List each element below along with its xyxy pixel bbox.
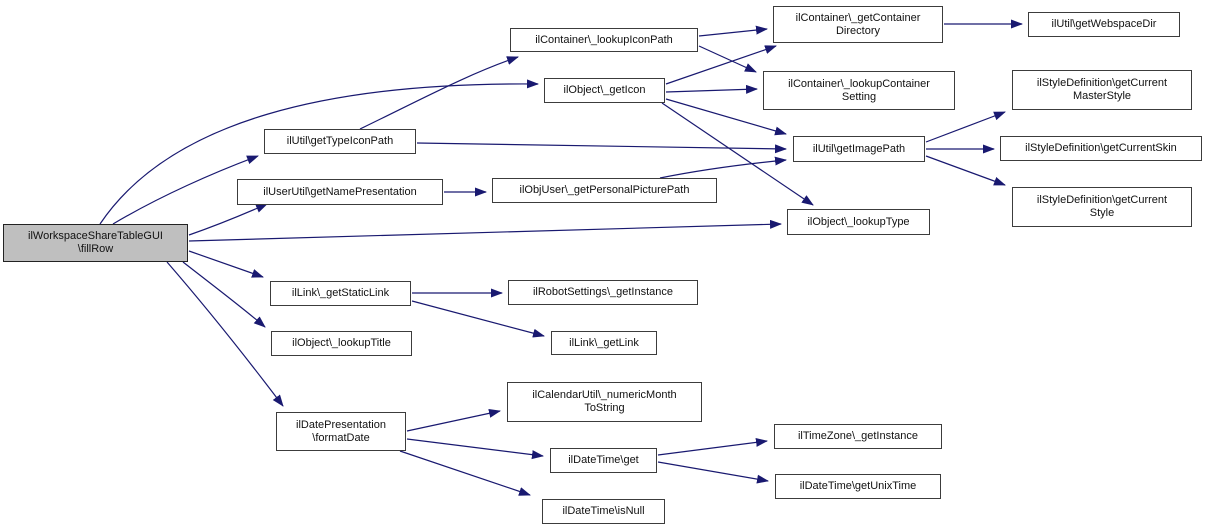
- edge-fillRow-getNamePresentation: [188, 203, 268, 236]
- edge-getImagePath-getCurrentMasterStyle: [925, 111, 1006, 143]
- node-lookupType[interactable]: ilObject\_lookupType: [787, 209, 930, 235]
- node-label: ilObjUser\_getPersonalPicturePath: [519, 184, 690, 196]
- edge-lookupIconPath-getContainerDirectory: [698, 25, 768, 37]
- edge-formatDate-numericMonthToString: [406, 408, 501, 432]
- node-label: ilUtil\getImagePath: [812, 142, 906, 155]
- edge-getTypeIconPath-lookupIconPath: [359, 56, 519, 130]
- node-label: ilDatePresentation: [296, 418, 386, 431]
- node-label: ilRobotSettings\_getInstance: [532, 286, 674, 298]
- edge-formatDate-dtGet: [406, 438, 544, 460]
- edge-lookupIconPath-lookupContainerSetting: [698, 45, 757, 73]
- node-label: ilLink\_getStaticLink: [291, 287, 390, 299]
- node-label: ilContainer\_lookupContainer: [788, 77, 930, 90]
- edge-getIcon-lookupType: [661, 102, 814, 206]
- edge-fillRow-getTypeIconPath: [112, 155, 259, 225]
- node-label: ilStyleDefinition\getCurrentSkin: [1025, 142, 1177, 154]
- node-label: ilUserUtil\getNamePresentation: [263, 185, 417, 198]
- edge-getImagePath-getCurrentStyle: [925, 155, 1006, 186]
- edge-fillRow-getIcon: [99, 79, 539, 225]
- node-label: ilObject\_lookupType: [807, 215, 910, 228]
- node-label: ilDateTime\isNull: [562, 505, 645, 517]
- node-getImagePath[interactable]: ilUtil\getImagePath: [793, 136, 925, 162]
- edge-getTypeIconPath-getImagePath: [416, 142, 787, 154]
- node-label: ilUtil\getTypeIconPath: [286, 135, 394, 147]
- node-getTypeIconPath[interactable]: ilUtil\getTypeIconPath: [264, 129, 416, 154]
- node-fillRow: ilWorkspaceShareTableGUI\fillRow: [3, 224, 188, 262]
- node-tzGetInstance[interactable]: ilTimeZone\_getInstance: [774, 424, 942, 449]
- edge-getIcon-lookupContainerSetting: [665, 84, 758, 94]
- node-label: Directory: [835, 24, 880, 37]
- node-label: ilContainer\_lookupIconPath: [535, 33, 673, 46]
- node-label: ilObject\_lookupTitle: [292, 337, 391, 349]
- edge-getPersonalPicturePath-getImagePath: [659, 156, 787, 179]
- node-label: ToString: [584, 402, 625, 414]
- node-getPersonalPicturePath[interactable]: ilObjUser\_getPersonalPicturePath: [492, 178, 717, 203]
- node-getStaticLink[interactable]: ilLink\_getStaticLink: [270, 281, 411, 306]
- node-formatDate[interactable]: ilDatePresentation\formatDate: [276, 412, 406, 451]
- edge-fillRow-formatDate: [166, 261, 284, 407]
- node-getNamePresentation[interactable]: ilUserUtil\getNamePresentation: [237, 179, 443, 205]
- node-lookupIconPath[interactable]: ilContainer\_lookupIconPath: [510, 28, 698, 52]
- node-label: ilDateTime\get: [568, 454, 639, 466]
- node-isNull[interactable]: ilDateTime\isNull: [542, 499, 665, 524]
- node-getWebspaceDir[interactable]: ilUtil\getWebspaceDir: [1028, 12, 1180, 37]
- node-label: ilStyleDefinition\getCurrent: [1036, 77, 1168, 89]
- edge-dtGet-getUnixTime: [657, 461, 769, 484]
- edge-formatDate-isNull: [399, 450, 531, 496]
- node-robotGetInstance[interactable]: ilRobotSettings\_getInstance: [508, 280, 698, 305]
- node-label: ilLink\_getLink: [569, 336, 639, 349]
- node-label: Style: [1089, 207, 1115, 219]
- edge-getStaticLink-getLink: [411, 300, 545, 338]
- node-lookupTitle[interactable]: ilObject\_lookupTitle: [271, 331, 412, 356]
- node-label: ilContainer\_getContainer: [795, 11, 921, 24]
- edge-getIcon-getContainerDirectory: [665, 45, 777, 85]
- node-label: \formatDate: [312, 431, 370, 444]
- node-getIcon[interactable]: ilObject\_getIcon: [544, 78, 665, 103]
- node-label: ilUtil\getWebspaceDir: [1051, 18, 1157, 30]
- node-dtGet[interactable]: ilDateTime\get: [550, 448, 657, 473]
- edge-fillRow-lookupType: [188, 219, 782, 242]
- node-label: \fillRow: [77, 243, 114, 255]
- node-label: ilCalendarUtil\_numericMonth: [532, 389, 677, 401]
- node-getLink[interactable]: ilLink\_getLink: [551, 331, 657, 355]
- node-label: ilDateTime\getUnixTime: [799, 480, 917, 492]
- node-getCurrentSkin[interactable]: ilStyleDefinition\getCurrentSkin: [1000, 136, 1202, 161]
- edge-getIcon-getImagePath: [665, 98, 787, 136]
- node-label: Setting: [841, 90, 877, 103]
- edge-dtGet-tzGetInstance: [657, 437, 768, 456]
- node-label: ilWorkspaceShareTableGUI: [28, 230, 163, 242]
- node-label: ilObject\_getIcon: [563, 84, 646, 96]
- edge-fillRow-lookupTitle: [182, 261, 266, 328]
- node-label: ilTimeZone\_getInstance: [797, 430, 919, 442]
- node-getUnixTime[interactable]: ilDateTime\getUnixTime: [775, 474, 941, 499]
- node-label: MasterStyle: [1072, 90, 1132, 102]
- edge-fillRow-getStaticLink: [188, 250, 264, 278]
- node-label: ilStyleDefinition\getCurrent: [1036, 194, 1168, 206]
